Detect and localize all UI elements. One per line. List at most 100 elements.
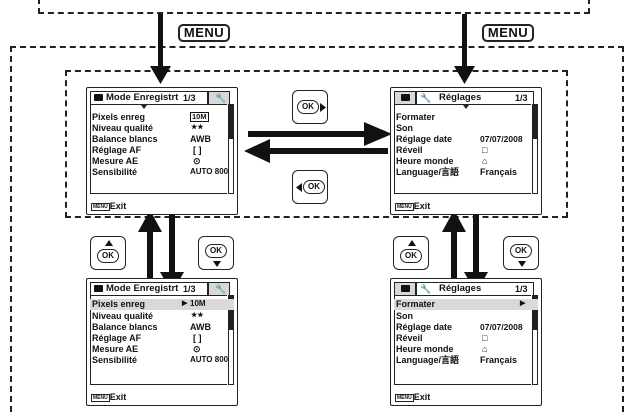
- tab-title: Réglages: [439, 92, 482, 103]
- tab-settings[interactable]: 🔧 Réglages 1/3: [416, 91, 534, 104]
- row-value: ⌂: [482, 344, 488, 354]
- menu-list: [90, 295, 227, 385]
- ok-icon: OK: [303, 180, 325, 194]
- scrollbar[interactable]: [532, 295, 538, 385]
- menu-row[interactable]: Réglage AF[ ]: [90, 333, 234, 344]
- row-label: Balance blancs: [92, 134, 158, 144]
- menu-row[interactable]: Réglage AF [ ]: [90, 145, 234, 156]
- menu-button-label-left[interactable]: MENU: [178, 24, 230, 42]
- tab-settings[interactable]: 🔧 Réglages 1/3: [416, 282, 534, 295]
- ok-right-button[interactable]: OK: [292, 90, 328, 124]
- tab-rec-mode[interactable]: [394, 91, 416, 104]
- row-label: Heure monde: [396, 344, 454, 354]
- exit-label[interactable]: Exit: [413, 201, 431, 211]
- menu-row[interactable]: Son: [394, 123, 538, 134]
- inner-dashed-frame: [65, 70, 568, 218]
- row-value: 10M: [190, 112, 209, 122]
- row-value: AUTO 800: [190, 167, 229, 176]
- scroll-thumb[interactable]: [533, 105, 537, 139]
- menu-key-icon: MENU: [91, 394, 110, 402]
- row-label: Réglage date: [396, 322, 453, 332]
- row-label: Pixels enreg: [92, 112, 146, 122]
- screen-settings-bottom: 🔧 Réglages 1/3 Formater▶ Son Réglage dat…: [390, 278, 542, 406]
- menu-row[interactable]: Son: [394, 311, 538, 322]
- exit-label[interactable]: Exit: [109, 201, 127, 211]
- exit-label[interactable]: Exit: [413, 392, 431, 402]
- row-label: Réglage AF: [92, 145, 142, 155]
- tab-rec-mode[interactable]: Mode Enregistrt 1/3: [90, 91, 208, 104]
- row-value: Français: [480, 355, 518, 365]
- ok-icon: OK: [205, 244, 227, 258]
- menu-row[interactable]: Heure monde⌂: [394, 156, 538, 167]
- menu-row[interactable]: Réveil□: [394, 333, 538, 344]
- row-value: 07/07/2008: [480, 322, 523, 332]
- ok-left-button[interactable]: OK: [292, 170, 328, 204]
- arrow-right-icon: [320, 103, 326, 112]
- scroll-thumb[interactable]: [229, 105, 233, 139]
- up-arrow-right: [442, 210, 466, 294]
- row-label: Language/言語: [396, 167, 460, 177]
- wrench-icon: 🔧: [215, 284, 227, 294]
- scroll-thumb[interactable]: [229, 296, 233, 330]
- top-dashed-frame: [38, 0, 590, 14]
- menu-row[interactable]: Mesure AE⊙: [90, 344, 234, 355]
- tab-settings[interactable]: 🔧: [208, 282, 230, 295]
- tab-bar: 🔧 Réglages 1/3: [394, 282, 538, 295]
- camera-icon: [401, 285, 410, 292]
- menu-row[interactable]: Réglage date 07/07/2008: [394, 322, 538, 333]
- scrollbar[interactable]: [228, 295, 234, 385]
- tab-settings[interactable]: 🔧: [208, 91, 230, 104]
- menu-row-selected[interactable]: Formater▶: [394, 299, 538, 310]
- scrollbar[interactable]: [532, 104, 538, 194]
- row-value: 07/07/2008: [480, 134, 523, 144]
- right-arrow-top: [248, 122, 392, 146]
- ok-down-button-left[interactable]: OK: [198, 236, 234, 270]
- menu-row[interactable]: Pixels enreg 10M: [90, 112, 234, 123]
- wrench-icon: 🔧: [420, 284, 432, 294]
- row-value: AWB: [190, 322, 211, 332]
- ok-icon: OK: [510, 244, 532, 258]
- scrollbar[interactable]: [228, 104, 234, 194]
- menu-row[interactable]: Mesure AE⊙: [90, 156, 234, 167]
- row-label: Son: [396, 123, 413, 133]
- camera-icon: [94, 94, 103, 101]
- arrow-down-icon: [213, 261, 221, 267]
- wrench-icon: 🔧: [215, 93, 227, 103]
- ok-up-button-right[interactable]: OK: [393, 236, 429, 270]
- row-value: □: [482, 145, 488, 155]
- tab-rec-mode[interactable]: Mode Enregistrt 1/3: [90, 282, 208, 295]
- page-indicator: 1/3: [515, 284, 528, 294]
- row-label: Pixels enreg: [92, 299, 146, 309]
- screen-rec-mode-bottom: Mode Enregistrt 1/3 🔧 Pixels enreg▶10M N…: [86, 278, 238, 406]
- ok-down-button-right[interactable]: OK: [503, 236, 539, 270]
- row-value: 10M: [190, 299, 206, 308]
- menu-row[interactable]: Niveau qualité★★: [90, 311, 234, 322]
- scroll-thumb[interactable]: [533, 296, 537, 330]
- row-value: [ ]: [193, 145, 202, 155]
- menu-row[interactable]: Niveau qualité★★: [90, 123, 234, 134]
- exit-label[interactable]: Exit: [109, 392, 127, 402]
- screen-rec-mode-top: Mode Enregistrt 1/3 🔧 Pixels enreg 10M Ni…: [86, 87, 238, 215]
- row-value: ★★: [191, 312, 204, 319]
- menu-row[interactable]: Heure monde ⌂: [394, 344, 538, 355]
- menu-row[interactable]: Réveil□: [394, 145, 538, 156]
- row-label: Mesure AE: [92, 344, 139, 354]
- menu-down-arrow-right: [454, 14, 475, 84]
- wrench-icon: 🔧: [420, 93, 432, 103]
- menu-row[interactable]: Formater: [394, 112, 538, 123]
- menu-row-selected[interactable]: Pixels enreg▶10M: [90, 299, 234, 310]
- tab-rec-mode[interactable]: [394, 282, 416, 295]
- row-value: ★★: [191, 124, 204, 131]
- menu-button-label-right[interactable]: MENU: [482, 24, 534, 42]
- ok-up-button-left[interactable]: OK: [90, 236, 126, 270]
